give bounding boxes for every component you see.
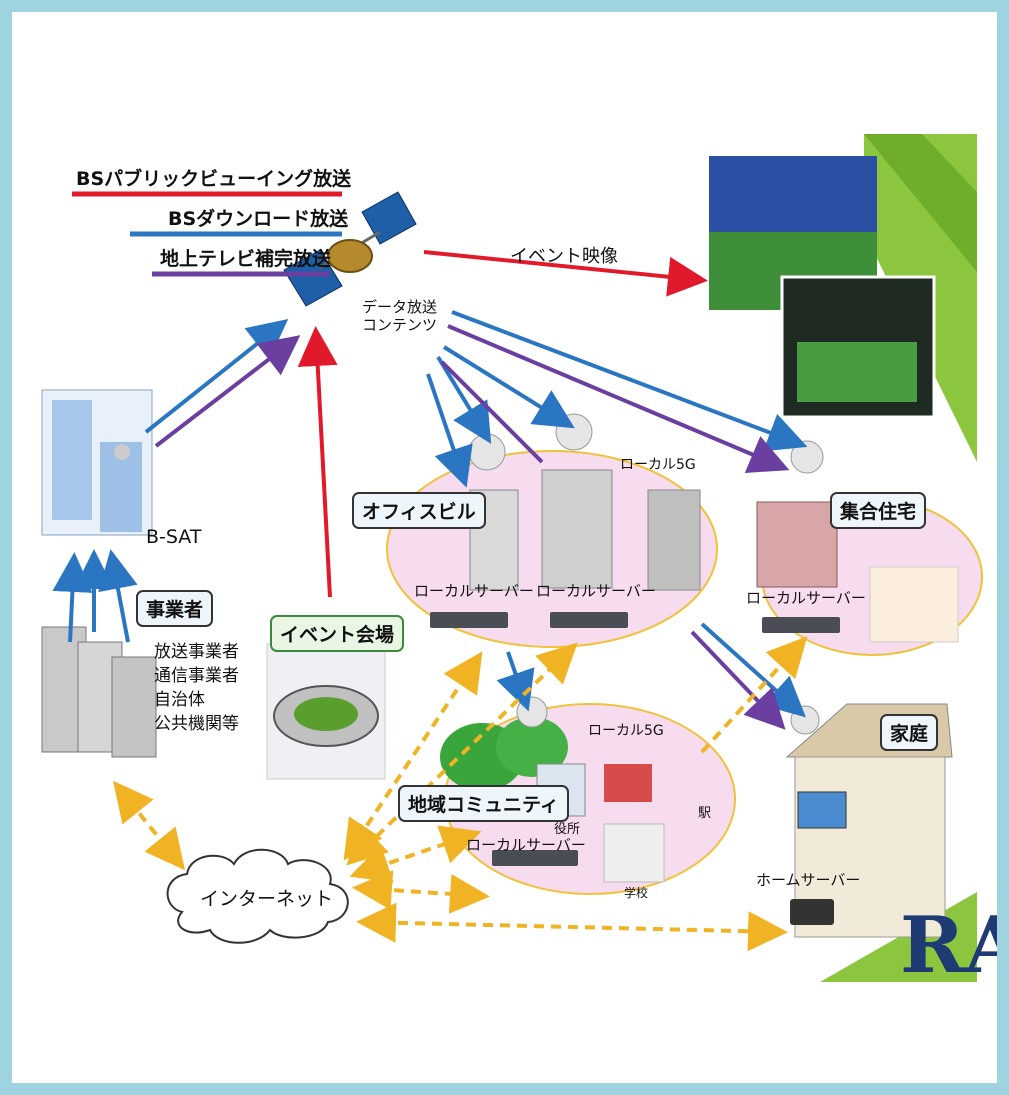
- office-to-home-purple: [690, 630, 786, 730]
- apartment-box: 集合住宅: [830, 492, 927, 529]
- slide-frame: RA: [12, 12, 997, 1083]
- public-viewing-title: BSパブリックビューイング放送: [76, 168, 352, 190]
- downlink-office-purple: [440, 360, 544, 464]
- downlink-office1b-arrow: [436, 355, 492, 444]
- uplink-blue-arrow: [144, 319, 289, 434]
- operator-type-item: 公共機関等: [154, 714, 239, 734]
- home-server-label: ホームサーバー: [756, 871, 861, 889]
- downlink-apartment-purple: [447, 324, 790, 473]
- local-server-label: ローカルサーバー: [746, 589, 866, 607]
- downlink-office2-arrow: [442, 345, 575, 429]
- operator-uplink-arrow: [98, 549, 138, 643]
- school-label: 学校: [624, 886, 649, 900]
- data-content-label: データ放送 コンテンツ: [362, 298, 438, 334]
- apartment-building-icon: [756, 440, 959, 643]
- download-title: BSダウンロード放送: [168, 208, 349, 230]
- server-icon: [430, 612, 508, 628]
- local-server-label: ローカルサーバー: [466, 836, 586, 854]
- operators-box: 事業者: [136, 590, 214, 627]
- internet-label: インターネット: [200, 888, 334, 910]
- community-box: 地域コミュニティ: [398, 785, 569, 822]
- internet-community-link: [349, 825, 482, 883]
- operator-type-item: 放送事業者: [154, 642, 239, 662]
- server-icon: [762, 617, 840, 633]
- bsat-label: B-SAT: [146, 526, 202, 548]
- city-hall-label: 役所: [554, 822, 581, 837]
- operator-types-list: 放送事業者 通信事業者 自治体 公共機関等: [154, 640, 239, 736]
- downlink-apartment-arrow: [451, 310, 808, 452]
- stadium-icon: [266, 643, 386, 780]
- office-to-community-arrow: [496, 651, 535, 712]
- local5g-label: ローカル5G: [588, 723, 664, 739]
- venue-to-satellite-arrow: [297, 326, 338, 598]
- green-decoration: [820, 134, 977, 982]
- office-building-box: オフィスビル: [352, 492, 486, 529]
- diagram-stage: RA: [12, 12, 997, 1083]
- server-icon: [550, 612, 628, 628]
- internet-cloud-icon: [166, 848, 349, 944]
- office-buildings-icon: [468, 413, 701, 591]
- operator-uplink-arrow: [52, 552, 93, 643]
- operator-type-item: 通信事業者: [154, 666, 239, 686]
- satellite-icon: [283, 191, 417, 307]
- internet-home-link: [356, 902, 788, 952]
- community-apartment-link: [700, 636, 808, 754]
- event-video-label: イベント映像: [510, 246, 618, 267]
- internet-community2-link: [352, 870, 490, 914]
- local-server-label: ローカルサーバー: [536, 582, 656, 600]
- green-decoration-dark: [864, 134, 977, 272]
- event-venue-box: イベント会場: [270, 615, 405, 652]
- event-video-arrow: [423, 250, 708, 297]
- downlink-office1-arrow: [426, 373, 473, 488]
- operator-buildings-icon: [41, 626, 157, 758]
- home-box: 家庭: [880, 714, 939, 751]
- bsat-building-icon: [41, 389, 153, 536]
- uplink-purple-arrow: [154, 335, 301, 448]
- tablet-viewing-field: [797, 342, 917, 402]
- operator-type-item: 自治体: [154, 690, 205, 710]
- local5g-label: ローカル5G: [620, 457, 696, 473]
- station-label: 駅: [698, 806, 712, 821]
- terrestrial-title: 地上テレビ補完放送: [160, 248, 332, 270]
- internet-operator-link: [112, 780, 186, 871]
- local-server-label: ローカルサーバー: [414, 582, 534, 600]
- logo-mark: RA: [900, 900, 997, 991]
